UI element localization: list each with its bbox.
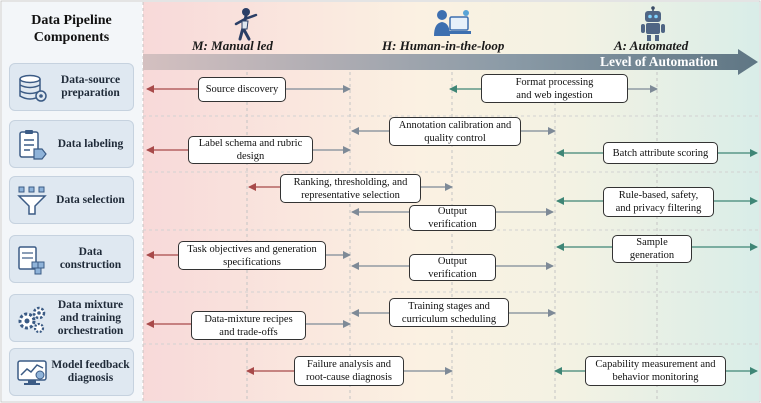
database-icon	[19, 74, 47, 102]
component-label: Data construction	[59, 246, 122, 271]
component-data-mixture-orchestration: Data mixture and training orchestration	[9, 294, 134, 342]
component-label: Model feedback diagnosis	[51, 359, 130, 384]
task-task-objectives: Task objectives and generation specifica…	[178, 241, 326, 270]
task-mixture-recipes: Data-mixture recipes and trade-offs	[191, 311, 306, 340]
human-computer-icon	[434, 10, 471, 36]
automation-axis-arrow	[143, 49, 758, 75]
task-format-processing: Format processing and web ingestion	[481, 74, 628, 103]
component-label: Data labeling	[57, 137, 124, 150]
blocks-construction-icon	[18, 246, 45, 275]
robot-icon	[641, 6, 665, 41]
task-annotation-calibration: Annotation calibration and quality contr…	[389, 117, 521, 146]
component-model-feedback-diagnosis: Model feedback diagnosis	[9, 348, 134, 396]
task-failure-analysis: Failure analysis and root-cause diagnosi…	[294, 356, 404, 386]
component-label: Data selection	[56, 193, 125, 206]
task-output-verification-construction: Output verification	[409, 254, 496, 281]
level-human-in-loop-label: H: Human-in-the-loop	[382, 38, 505, 53]
level-automated-label: A: Automated	[614, 38, 689, 53]
diagram-title: Data Pipeline Components	[31, 13, 112, 45]
component-label: Data-source preparation	[60, 74, 121, 99]
task-label-schema: Label schema and rubric design	[188, 136, 313, 164]
component-data-source-preparation: Data-source preparation	[9, 63, 134, 111]
component-label: Data mixture and training orchestration	[57, 298, 124, 337]
component-data-construction: Data construction	[9, 235, 134, 283]
task-output-verification-selection: Output verification	[409, 205, 496, 231]
monitor-chart-icon	[17, 360, 47, 385]
task-batch-scoring: Batch attribute scoring	[603, 142, 718, 164]
gears-icon	[18, 306, 46, 334]
task-ranking-selection: Ranking, thresholding, and representativ…	[280, 174, 421, 203]
component-data-labeling: Data labeling	[9, 120, 134, 168]
task-training-stages: Training stages and curriculum schedulin…	[389, 298, 509, 327]
task-sample-generation: Sample generation	[612, 235, 692, 263]
task-rule-filtering: Rule-based, safety, and privacy filterin…	[603, 187, 714, 217]
component-data-selection: Data selection	[9, 176, 134, 224]
level-manual-label: M: Manual led	[192, 38, 273, 53]
clipboard-tag-icon	[19, 130, 47, 160]
task-source-discovery: Source discovery	[198, 77, 286, 102]
manual-worker-icon	[234, 8, 258, 41]
axis-label: Level of Automation	[600, 54, 718, 69]
funnel-icon	[17, 186, 47, 215]
connection-arrows	[146, 85, 758, 375]
task-capability-measurement: Capability measurement and behavior moni…	[585, 356, 726, 386]
